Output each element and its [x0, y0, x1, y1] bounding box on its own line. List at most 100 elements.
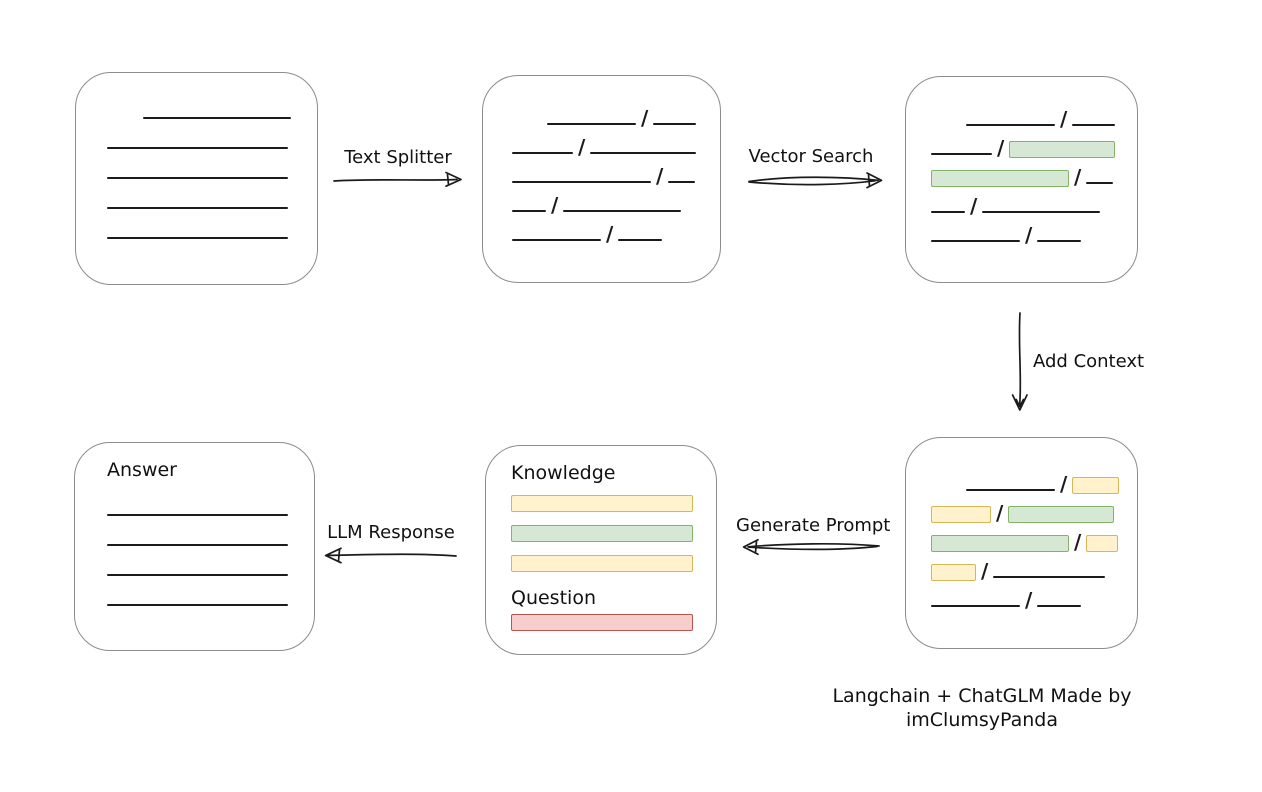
sketch-row — [511, 555, 693, 572]
vector-search-arrow — [748, 172, 883, 189]
text-line — [512, 239, 601, 241]
sketch-row — [107, 212, 288, 242]
prompt-box: Knowledge Question — [485, 445, 717, 655]
sketch-row: / — [931, 100, 1116, 131]
matched-chunks-box: / / / / / — [905, 76, 1138, 283]
sketch-row: / — [931, 581, 1112, 610]
slash-separator: / — [606, 222, 614, 246]
slash-separator: / — [997, 136, 1005, 160]
sketch-row — [107, 579, 314, 609]
add-context-arrow — [1011, 312, 1028, 411]
sketch-row — [511, 525, 693, 542]
text-line — [143, 117, 291, 119]
sketch-row: / — [512, 215, 691, 244]
yellow-chunk — [931, 506, 991, 523]
text-line — [982, 211, 1101, 213]
llm-response-arrow — [324, 547, 457, 564]
text-line — [107, 604, 288, 606]
split-text-lines: ///// — [512, 99, 697, 244]
question-bar — [511, 614, 693, 631]
matched-chunks-lines: / / / / / — [931, 100, 1116, 245]
sketch-row: / — [512, 157, 696, 188]
slash-separator: / — [1074, 165, 1082, 189]
text-line — [966, 489, 1055, 491]
text-line — [931, 240, 1020, 242]
text-line — [931, 153, 992, 155]
sketch-row: / — [512, 99, 697, 130]
text-line — [590, 152, 697, 154]
context-chunks-lines: ///// — [931, 465, 1120, 610]
text-line — [931, 211, 965, 213]
slash-separator: / — [1060, 107, 1068, 131]
text-line — [107, 147, 288, 149]
question-label: Question — [511, 587, 596, 609]
indent-spacer — [931, 493, 961, 494]
generate-prompt-arrow — [742, 538, 880, 556]
yellow-chunk — [511, 495, 693, 512]
slash-separator: / — [1074, 530, 1082, 554]
answer-lines — [107, 489, 314, 609]
sketch-row: / — [931, 216, 1112, 245]
sketch-row: / — [931, 523, 1119, 554]
text-line — [966, 124, 1055, 126]
text-line — [107, 237, 288, 239]
text-line — [107, 177, 288, 179]
sketch-row: / — [931, 158, 1114, 189]
slash-separator: / — [1025, 223, 1033, 247]
text-line — [618, 239, 663, 241]
indent-spacer — [512, 127, 542, 128]
add-context-label: Add Context — [1033, 351, 1145, 372]
text-line — [107, 574, 288, 576]
indent-spacer — [107, 121, 138, 122]
text-line — [1037, 605, 1082, 607]
answer-label: Answer — [107, 459, 177, 481]
sketch-row — [511, 495, 693, 512]
sketch-row: / — [931, 129, 1116, 160]
sketch-row: / — [931, 494, 1115, 523]
slash-separator: / — [641, 106, 649, 130]
yellow-chunk — [1072, 477, 1120, 494]
llm-response-label: LLM Response — [327, 522, 455, 543]
sketch-row: / — [512, 128, 697, 159]
sketch-row: / — [931, 187, 1112, 216]
answer-box: Answer — [74, 442, 315, 651]
caption: Langchain + ChatGLM Made by imClumsyPand… — [832, 685, 1132, 731]
text-line — [107, 514, 288, 516]
sketch-row: / — [512, 186, 691, 215]
sketch-row — [107, 182, 288, 212]
generate-prompt-label: Generate Prompt — [736, 515, 891, 536]
slash-separator: / — [578, 135, 586, 159]
sketch-row — [107, 152, 288, 182]
text-splitter-arrow — [333, 171, 462, 188]
knowledge-bars — [511, 495, 693, 572]
yellow-chunk — [511, 555, 693, 572]
text-line — [547, 123, 636, 125]
red-chunk — [511, 614, 693, 631]
source-document-lines — [107, 92, 291, 242]
vector-search-label: Vector Search — [748, 146, 874, 167]
slash-separator: / — [981, 559, 989, 583]
text-line — [1037, 240, 1082, 242]
text-line — [931, 605, 1020, 607]
slash-separator: / — [1025, 588, 1033, 612]
text-line — [107, 544, 288, 546]
text-line — [668, 181, 696, 183]
yellow-chunk — [931, 564, 976, 581]
text-line — [1072, 124, 1116, 126]
green-chunk — [511, 525, 693, 542]
context-chunks-box: ///// — [905, 437, 1138, 649]
sketch-row — [107, 489, 314, 519]
sketch-row — [107, 549, 314, 579]
sketch-row — [107, 519, 314, 549]
text-line — [563, 210, 682, 212]
sketch-row: / — [931, 552, 1112, 581]
split-text-box: ///// — [482, 75, 721, 283]
slash-separator: / — [656, 164, 664, 188]
text-line — [107, 207, 288, 209]
text-splitter-label: Text Splitter — [344, 147, 452, 168]
slash-separator: / — [1060, 472, 1068, 496]
knowledge-label: Knowledge — [511, 462, 616, 484]
green-chunk — [1008, 506, 1115, 523]
slash-separator: / — [970, 194, 978, 218]
